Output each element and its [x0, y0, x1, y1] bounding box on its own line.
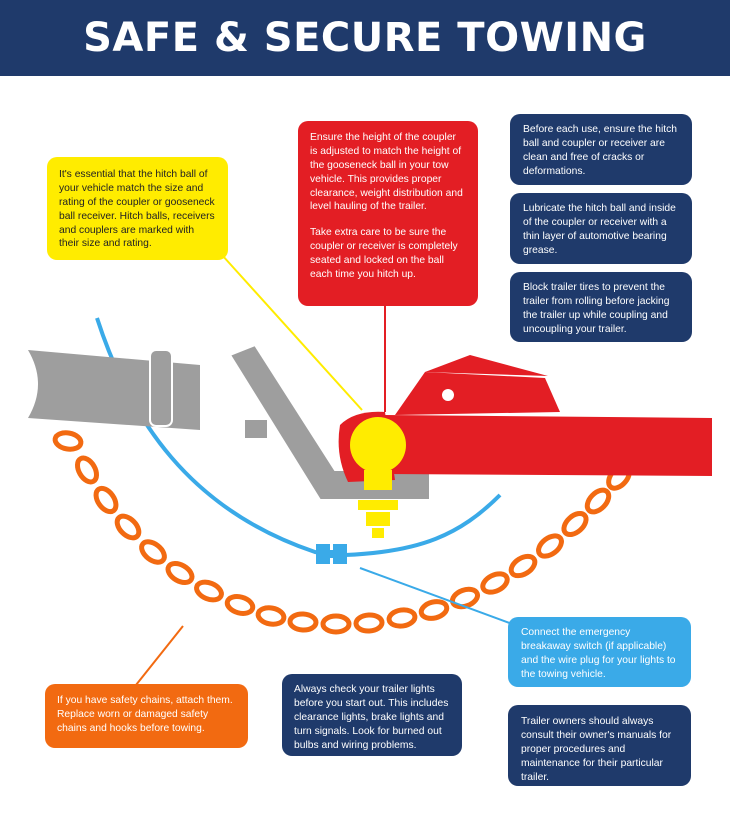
hitch-ball — [350, 417, 406, 538]
callout-line-yellow — [221, 254, 363, 411]
wire-plug — [316, 544, 347, 564]
tip-trailer-lights: Always check your trailer lights before … — [282, 674, 462, 756]
tip-safety-chains: If you have safety chains, attach them. … — [45, 684, 248, 748]
tip-block-tires: Block trailer tires to prevent the trail… — [510, 272, 692, 342]
electrical-wire-trailer — [344, 493, 502, 557]
tip-breakaway: Connect the emergency breakaway switch (… — [508, 617, 691, 687]
tip-safety-chains-text: If you have safety chains, attach them. … — [57, 695, 233, 734]
tip-owner-manuals-text: Trailer owners should always consult the… — [521, 716, 672, 783]
tip-lubricate-text: Lubricate the hitch ball and inside of t… — [523, 203, 676, 256]
tip-trailer-lights-text: Always check your trailer lights before … — [294, 684, 449, 751]
ball-mount-pin — [245, 420, 267, 438]
tip-inspect: Before each use, ensure the hitch ball a… — [510, 114, 692, 185]
tip-block-tires-text: Block trailer tires to prevent the trail… — [523, 282, 670, 335]
callout-line-sky — [359, 567, 516, 626]
tip-breakaway-text: Connect the emergency breakaway switch (… — [521, 627, 676, 680]
tip-hitch-ball-text: It's essential that the hitch ball of yo… — [59, 169, 215, 250]
callout-line-orange — [131, 625, 184, 691]
tip-lubricate: Lubricate the hitch ball and inside of t… — [510, 193, 692, 264]
hitch-receiver — [28, 349, 200, 430]
header-banner: SAFE & SECURE TOWING — [0, 0, 730, 76]
tip-coupler-height-text-2: Take extra care to be sure the coupler o… — [310, 227, 458, 281]
tip-coupler-height: Ensure the height of the coupler is adju… — [298, 121, 478, 306]
tip-inspect-text: Before each use, ensure the hitch ball a… — [523, 124, 677, 177]
tip-hitch-ball-size: It's essential that the hitch ball of yo… — [47, 157, 228, 260]
page-title: SAFE & SECURE TOWING — [83, 15, 647, 61]
tip-coupler-height-text-1: Ensure the height of the coupler is adju… — [310, 132, 463, 213]
tip-owner-manuals: Trailer owners should always consult the… — [508, 705, 691, 786]
